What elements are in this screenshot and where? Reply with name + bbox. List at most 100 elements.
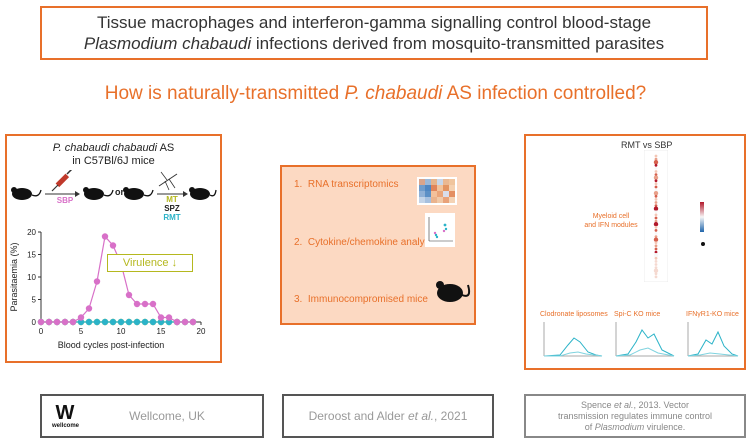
x-tick-label: 20: [197, 327, 206, 336]
mouse-icon: [189, 187, 217, 200]
data-point-rmt: [133, 318, 141, 326]
subpanel-plots: [543, 322, 739, 357]
module-dot: [654, 188, 658, 192]
infection-panel: P. chabaudi chabaudi AS in C57Bl/6J mice: [5, 134, 222, 363]
y-tick-label: 20: [27, 228, 36, 237]
module-dot: [654, 185, 658, 189]
data-point-sbp: [101, 233, 109, 240]
subpanel-title-ifngr: IFNγR1-KO mice: [686, 311, 739, 318]
title-text-part2: infections derived from mosquito-transmi…: [251, 34, 665, 53]
x-tick-label: 0: [39, 327, 44, 336]
module-dot: [654, 216, 658, 220]
data-point-sbp: [45, 318, 53, 326]
module-dot: [654, 266, 658, 269]
transmission-schematic: [11, 170, 217, 200]
module-dot: [653, 222, 659, 227]
transmission-labels: MT SPZ RMT: [157, 195, 187, 222]
x-tick-label: 5: [79, 327, 84, 336]
y-tick-label: 15: [27, 251, 36, 260]
module-dot: [654, 225, 658, 229]
item-number: 3.: [294, 294, 303, 305]
module-dot: [653, 268, 659, 273]
data-point-sbp: [165, 314, 173, 321]
data-point-sbp: [69, 318, 77, 326]
heading-strain-rest: AS: [157, 142, 175, 154]
series-line-sbp: [41, 235, 193, 323]
module-dot: [654, 173, 658, 176]
module-dot: [654, 247, 658, 251]
module-dot: [654, 241, 658, 245]
item-number: 1.: [294, 179, 303, 190]
data-point-rmt: [101, 318, 109, 326]
data-point-sbp: [53, 318, 61, 326]
heatmap-thumbnail: [417, 177, 457, 205]
approach-panel: 1. RNA transcriptomics 2. Cytokine/chemo…: [280, 165, 476, 325]
module-dot: [654, 163, 658, 167]
data-point-rmt: [93, 318, 101, 326]
data-point-rmt: [141, 318, 149, 326]
data-point-rmt: [149, 318, 157, 326]
subpanel-title-clodronate: Clodronate liposomes: [540, 311, 608, 318]
page-title: Tissue macrophages and interferon-gamma …: [52, 12, 696, 54]
funder-box: W wellcome Wellcome, UK: [40, 394, 264, 438]
citation-box: Deroost and Alder et al., 2021: [282, 394, 494, 438]
or-label: or: [115, 187, 124, 197]
data-point-rmt: [77, 318, 85, 326]
module-dot: [654, 272, 658, 276]
citation-part2: , 2021: [434, 409, 468, 423]
module-dot: [654, 244, 658, 248]
ref-line3b: Plasmodium: [594, 421, 645, 432]
approach-item-mice: 3. Immunocompromised mice: [294, 294, 428, 305]
x-tick-label: 15: [157, 327, 166, 336]
item-number: 2.: [294, 237, 303, 248]
module-dot: [654, 256, 658, 260]
module-dot: [654, 179, 658, 183]
mouse-icon: [123, 187, 154, 200]
mosquito-icon: [158, 171, 178, 191]
module-dot: [654, 157, 658, 161]
wellcome-logo-text: wellcome: [52, 423, 80, 429]
heading-strain: P. chabaudi chabaudi: [52, 142, 158, 154]
module-dot: [654, 275, 658, 279]
data-point-rmt: [85, 318, 93, 326]
data-point-sbp: [149, 300, 157, 308]
module-dot: [654, 167, 658, 170]
module-dot: [654, 194, 658, 198]
infection-panel-heading: P. chabaudi chabaudi AS in C57Bl/6J mice: [7, 142, 220, 168]
module-dot: [654, 213, 658, 217]
data-point-sbp: [37, 318, 45, 326]
question-part1: How is naturally-transmitted: [104, 83, 345, 104]
ref-line2: transmission regulates immune control: [557, 410, 713, 421]
module-dot: [654, 170, 658, 173]
module-label-line1: Myeloid cell: [592, 213, 630, 220]
module-dot: [654, 210, 658, 214]
module-dot: [653, 253, 659, 258]
citation-part1: Deroost and Alder: [308, 409, 408, 423]
module-dot: [654, 201, 658, 204]
title-text-part1: Tissue macrophages and interferon-gamma …: [96, 13, 652, 32]
y-axis-label: Parasitaemia (%): [9, 242, 19, 311]
module-label-line2: and IFN modules: [584, 222, 638, 229]
data-point-sbp: [77, 314, 85, 321]
module-dot: [654, 154, 658, 158]
spz-label: SPZ: [164, 204, 180, 213]
colour-legend: [700, 202, 705, 246]
data-point-sbp: [93, 278, 101, 285]
wellcome-logo: W wellcome: [52, 402, 80, 429]
results-panel: RMT vs SBP Myeloid cell and IFN modules …: [524, 134, 746, 370]
ref-line1b: et al.: [613, 399, 634, 410]
module-label: Myeloid cell and IFN modules: [576, 212, 646, 230]
ref-line1a: Spence: [580, 399, 614, 410]
item-label: Cytokine/chemokine analysis: [307, 237, 437, 248]
data-point-sbp: [157, 314, 165, 321]
heading-host: in C57Bl/6J mice: [72, 155, 155, 167]
data-point-sbp: [125, 291, 133, 299]
item-label: Immunocompromised mice: [307, 294, 428, 305]
syringe-icon: [51, 170, 73, 192]
data-point-sbp: [109, 242, 117, 249]
question-italic: P. chabaudi: [344, 83, 443, 104]
approach-item-cytokine: 2. Cytokine/chemokine analysis: [294, 237, 437, 248]
subpanel-plot: [543, 322, 603, 357]
module-dotplot: [644, 150, 668, 282]
